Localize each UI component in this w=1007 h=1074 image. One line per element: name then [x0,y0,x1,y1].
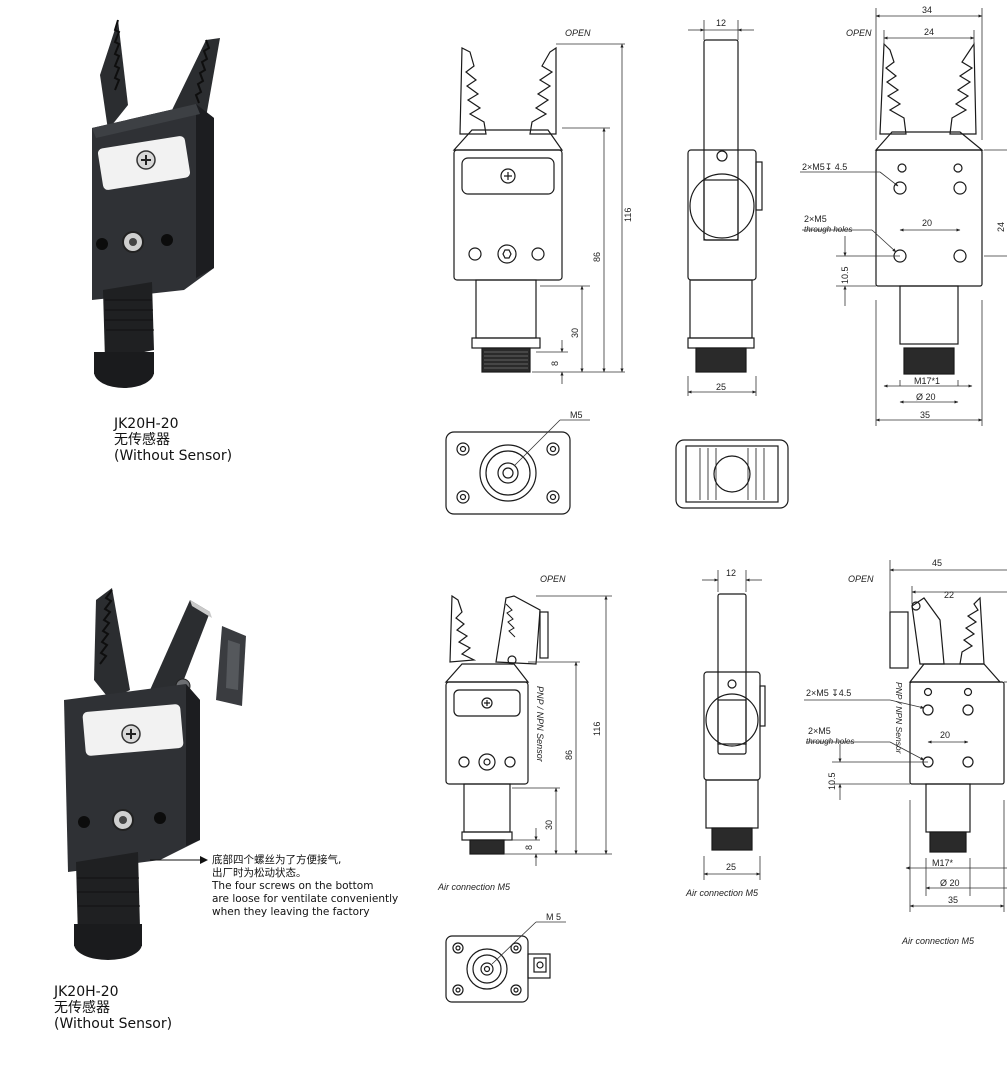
dim-86-bottom: 86 [564,750,574,760]
name-cn-label-1: 无传感器 [114,432,170,448]
dim-86-top: 86 [592,252,602,262]
underside-view-drawing-top [675,439,789,509]
gripper-photo-with-sensor-2 [64,588,246,960]
air-connection-right: Air connection M5 [901,936,975,946]
dim-34-top: 34 [922,5,932,15]
callout-en-line-1: The four screws on the bottom [212,880,374,892]
dim-12-bottom: 12 [726,568,736,578]
dim-8-top: 8 [550,361,560,366]
model-label-1: JK20H-20 [114,416,179,432]
dim-30-bottom: 30 [544,820,554,830]
dim-12-top: 12 [716,18,726,28]
side-view-drawing-top [687,39,763,373]
label-m5-depth-bottom: 2×M5 ↧4.5 [806,688,851,698]
callout-cn-line-2: 出厂时为松动状态。 [212,867,307,879]
right-view-drawing-bottom [889,596,1005,853]
open-label-bottom-right: OPEN [848,574,874,584]
label-phi20-bottom: Ø 20 [940,878,960,888]
product-caption-1: JK20H-20 无传感器 (Without Sensor) [114,416,232,464]
front-view-drawing-bottom [444,594,549,855]
open-label-top-front: OPEN [565,28,591,38]
dim-116-bottom: 116 [592,722,602,736]
dim-24-top: 24 [924,27,934,37]
label-through-holes-bottom: through holes [806,737,854,746]
callout-en-line-2: are loose for ventilate conveniently [212,893,399,905]
dim-20-top: 20 [922,218,932,228]
air-connection-side: Air connection M5 [685,888,759,898]
label-m17-top: M17*1 [914,376,940,386]
front-view-drawing-top [452,46,564,373]
label-through-holes-top: through holes [804,225,852,234]
dim-25-top: 25 [716,382,726,392]
front-view-dimensions-top [532,43,625,384]
open-label-bottom-front: OPEN [540,574,566,584]
name-en-label-1: (Without Sensor) [114,448,233,464]
callout-en-line-3: when they leaving the factory [212,906,370,918]
side-view-dimensions-top [687,20,757,396]
open-label-top-right: OPEN [846,28,872,38]
gripper-photo-without-sensor-1 [92,19,220,388]
dim-22-bottom: 22 [944,590,954,600]
dim-116-top: 116 [623,208,633,222]
front-view-dimensions-bottom [504,595,612,866]
label-m5-bottom-bottom: M 5 [546,912,561,922]
sensor-text-bottom-right: PNP / NPN Sensor [894,682,904,755]
side-view-drawing-bottom [703,593,766,851]
label-phi20-top: Ø 20 [916,392,936,402]
dim-8-bottom: 8 [524,845,534,850]
air-connection-front: Air connection M5 [437,882,511,892]
callout-cn-line-1: 底部四个螺丝为了方便接气, [212,854,342,866]
dim-25-bottom: 25 [726,862,736,872]
name-en-label-2: (Without Sensor) [54,1016,173,1032]
dim-35-top: 35 [920,410,930,420]
screw-callout-note: 底部四个螺丝为了方便接气, 出厂时为松动状态。 The four screws … [212,854,398,919]
name-cn-label-2: 无传感器 [54,1000,110,1016]
label-m5-through-bottom: 2×M5 [808,726,831,736]
label-m17-bottom: M17* [932,858,954,868]
side-view-dimensions-bottom [702,570,762,880]
dim-35-bottom: 35 [948,895,958,905]
dim-10-5-top: 10.5 [840,266,850,284]
right-view-dimensions-bottom [804,560,1007,912]
label-m5-depth-top: 2×M5↧ 4.5 [802,162,847,172]
model-label-2: JK20H-20 [54,984,119,1000]
dim-30-top: 30 [570,328,580,338]
bottom-view-drawing-top [445,419,590,515]
right-view-drawing-top [874,42,984,375]
dim-45-bottom: 45 [932,558,942,568]
dim-24-side-top: 24 [996,222,1006,232]
dim-20-bottom: 20 [940,730,950,740]
product-caption-2: JK20H-20 无传感器 (Without Sensor) [54,984,172,1032]
right-view-dimensions-top [800,8,1007,426]
label-m5-through-top: 2×M5 [804,214,827,224]
label-m5-bottom-top: M5 [570,410,583,420]
sensor-text-bottom-front: PNP / NPN Sensor [535,686,545,763]
dim-10-5-bottom: 10.5 [827,772,837,790]
bottom-view-drawing-bottom [445,921,566,1003]
